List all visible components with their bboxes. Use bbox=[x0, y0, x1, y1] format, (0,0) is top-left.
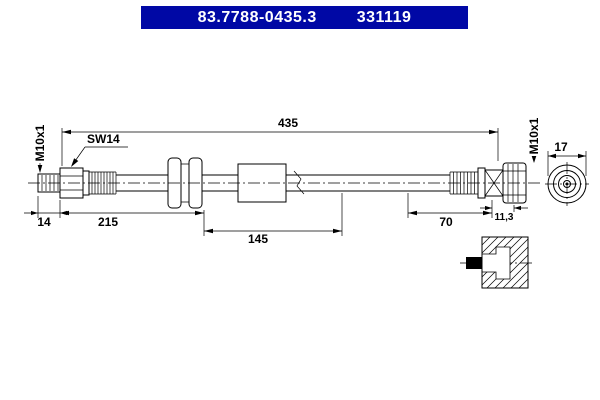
dimension-right-section: 70 bbox=[407, 193, 493, 229]
right-fitting bbox=[477, 162, 527, 204]
right-thread-label: M10x1 bbox=[527, 117, 541, 163]
dimension-left-group: 14 215 bbox=[24, 196, 205, 229]
title-bar: 83.7788-0435.3 331119 bbox=[141, 6, 468, 29]
dimension-14-text: 14 bbox=[37, 215, 51, 229]
dimension-end-diameter: 17 bbox=[547, 140, 587, 176]
wrench-size-label: SW14 bbox=[71, 132, 128, 167]
section-pin bbox=[466, 257, 482, 269]
section-bore-profile bbox=[481, 246, 511, 280]
dimension-17-text: 17 bbox=[554, 140, 568, 154]
break-symbol bbox=[293, 170, 305, 195]
dimension-145-text: 145 bbox=[248, 232, 268, 246]
dimension-70-text: 70 bbox=[439, 215, 453, 229]
part-number: 83.7788-0435.3 bbox=[197, 8, 317, 26]
left-fitting bbox=[37, 167, 117, 199]
thread-left-text: M10x1 bbox=[33, 124, 47, 161]
hose-body bbox=[116, 174, 450, 192]
sw14-text: SW14 bbox=[87, 132, 120, 146]
dimension-11-3-text: 11,3 bbox=[495, 212, 514, 223]
right-spring-guard bbox=[449, 171, 479, 195]
dimension-right-end: 11,3 bbox=[480, 205, 528, 223]
dimension-435-text: 435 bbox=[278, 116, 298, 130]
protective-sleeve bbox=[237, 163, 287, 203]
dimension-overall-length: 435 bbox=[61, 116, 499, 166]
dimension-middle-section: 145 bbox=[203, 193, 343, 246]
left-thread-label: M10x1 bbox=[33, 124, 47, 173]
section-view bbox=[460, 236, 534, 289]
mounting-grommet bbox=[167, 157, 203, 209]
end-view bbox=[545, 162, 589, 206]
dimension-215-text: 215 bbox=[98, 215, 118, 229]
reference-number: 331119 bbox=[356, 8, 412, 26]
thread-right-text: M10x1 bbox=[527, 117, 541, 154]
